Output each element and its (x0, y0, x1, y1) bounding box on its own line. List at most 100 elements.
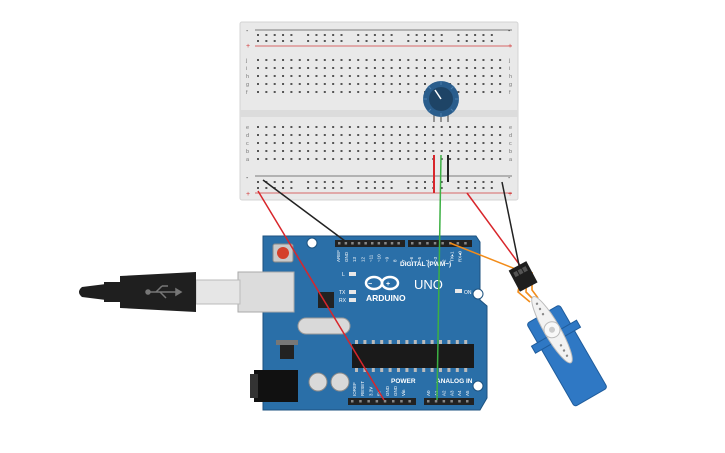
wire-servo-gnd[interactable] (501, 181, 521, 271)
terminal-hole (382, 142, 385, 144)
usb-symbol-icon (145, 285, 183, 299)
rail-hole (257, 40, 259, 42)
terminal-hole (357, 83, 360, 85)
row-letter: j (245, 58, 247, 64)
power-jack-front (250, 374, 258, 398)
row-letter: b (246, 149, 249, 155)
terminal-hole (348, 142, 351, 144)
reset-button[interactable] (277, 247, 289, 259)
row-letter: a (246, 157, 250, 163)
row-letter: f (509, 90, 511, 96)
tx-led (349, 290, 356, 294)
terminal-hole (298, 83, 301, 85)
wire-pot-a0[interactable] (436, 154, 442, 401)
row-letter: d (509, 133, 512, 139)
row-letter: b (509, 149, 512, 155)
usb-port[interactable] (237, 271, 295, 313)
terminal-hole (340, 75, 343, 77)
terminal-hole (440, 67, 443, 69)
terminal-hole (482, 134, 485, 136)
pin-label: ~6 (409, 256, 414, 262)
terminal-hole (398, 142, 401, 144)
chip-pin (363, 368, 367, 372)
row-letter: c (246, 141, 249, 147)
header-pin (442, 400, 446, 403)
rail-hole (457, 34, 460, 36)
terminal-hole (265, 83, 268, 85)
header-pin (464, 242, 467, 245)
terminal-hole (490, 59, 493, 61)
row-letter: i (509, 66, 510, 72)
terminal-hole (365, 75, 368, 77)
tx-led-label: TX (339, 290, 346, 296)
power-jack[interactable] (254, 370, 298, 402)
terminal-hole (307, 126, 310, 128)
potentiometer[interactable] (423, 81, 459, 122)
pin-label: A2 (442, 390, 447, 396)
usb-plug-metal (195, 279, 241, 305)
chip-pin (405, 368, 409, 372)
on-led (455, 289, 462, 293)
rail-hole (490, 40, 493, 42)
terminal-hole (373, 67, 376, 69)
terminal-hole (398, 126, 401, 128)
pin-label: 4 (425, 259, 430, 262)
wire-gnd-rail[interactable] (262, 179, 346, 242)
terminal-hole (265, 158, 268, 160)
terminal-hole (407, 142, 410, 144)
terminal-hole (457, 158, 460, 160)
terminal-hole (348, 75, 351, 77)
terminal-hole (307, 75, 310, 77)
rail-hole (424, 40, 426, 42)
breadboard-holes (257, 34, 502, 189)
terminal-hole (398, 83, 401, 85)
terminal-hole (282, 158, 285, 160)
terminal-hole (365, 142, 368, 144)
terminal-hole (457, 126, 460, 128)
arduino-infinity-logo: − + (364, 275, 400, 291)
terminal-hole (482, 59, 485, 61)
rail-hole (490, 181, 493, 183)
rail-hole (282, 181, 285, 183)
rx-led (349, 298, 356, 302)
wire-servo-power[interactable] (466, 192, 523, 269)
terminal-hole (440, 158, 443, 160)
rail-hole (365, 187, 368, 189)
rail-hole (482, 187, 485, 189)
wire-servo-signal[interactable] (449, 242, 519, 271)
terminal-hole (407, 59, 410, 61)
rail-hole (323, 181, 326, 183)
usb-cable[interactable] (79, 272, 241, 312)
terminal-hole (432, 142, 435, 144)
terminal-hole (257, 134, 259, 136)
terminal-hole (323, 59, 326, 61)
chip-pin (464, 368, 468, 372)
terminal-hole (265, 126, 268, 128)
terminal-hole (382, 91, 385, 93)
terminal-hole (357, 67, 360, 69)
terminal-hole (282, 67, 285, 69)
rail-hole (307, 40, 310, 42)
terminal-hole (282, 134, 285, 136)
wire-5v-rail[interactable] (257, 190, 385, 401)
terminal-hole (298, 67, 301, 69)
terminal-hole (499, 59, 502, 61)
rail-hole (440, 187, 443, 189)
terminal-hole (465, 59, 468, 61)
rail-hole (482, 34, 485, 36)
rail-hole (357, 187, 360, 189)
rail-hole (323, 187, 326, 189)
pin-label: A1 (434, 390, 439, 396)
terminal-hole (474, 142, 477, 144)
terminal-hole (332, 158, 335, 160)
header-pin (344, 242, 348, 245)
terminal-hole (273, 134, 276, 136)
terminal-hole (407, 91, 410, 93)
bottom-rail-plus-label-right: + (508, 191, 512, 198)
terminal-hole (290, 126, 293, 128)
micro-servo[interactable] (508, 261, 614, 410)
terminal-hole (415, 142, 418, 144)
